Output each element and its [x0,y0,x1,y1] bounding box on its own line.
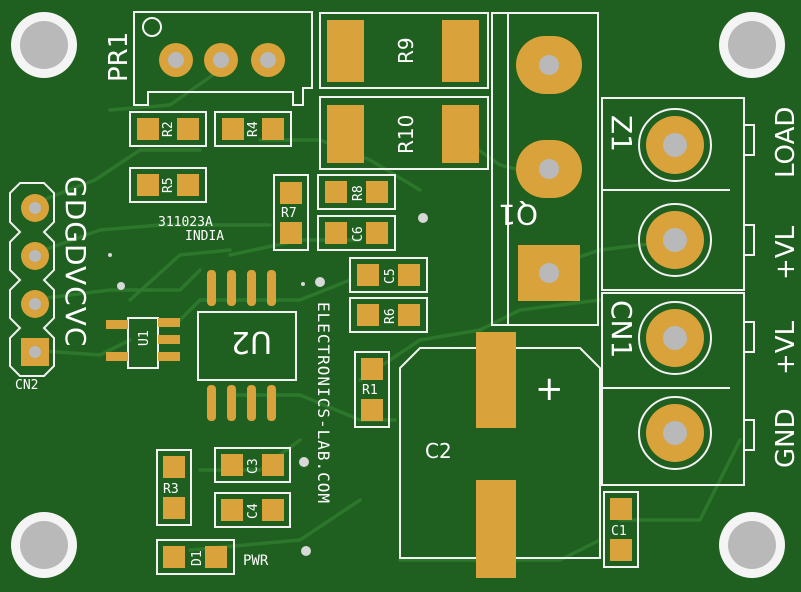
pr1-label: PR1 [104,32,134,82]
c4-capacitor: C4 [214,492,291,528]
plus-vl-bottom-label: +VL [771,320,801,375]
u2-label: U2 [231,324,272,359]
gnd-label: GND [771,408,801,468]
r3-label: R3 [163,482,179,497]
r9-label: R9 [394,37,418,64]
u1-label: U1 [137,330,152,346]
c6-capacitor: C6 [317,215,396,251]
c5-capacitor: C5 [349,257,428,293]
r10-resistor: R10 [319,96,489,170]
r1-resistor: R1 [354,351,390,428]
cn2-header: CN2 GDGDVCVC [9,176,92,393]
d1-led: D1 [156,539,235,575]
c6-label: C6 [351,226,366,242]
c1-label: C1 [611,524,627,539]
r9-resistor: R9 [319,12,489,89]
c5-label: C5 [383,268,398,284]
pr1-trimmer: PR1 [104,11,313,106]
cn1-label: CN1 [605,300,638,358]
q1-transistor: Q1 [491,12,599,326]
u2-ic: U2 [197,270,297,421]
r4-resistor: R4 [214,111,292,147]
plus-vl-top-label: +VL [771,225,801,280]
c3-label: C3 [246,458,261,474]
website-label: ELECTRONICS-LAB.COM [314,302,333,504]
load-label: LOAD [771,107,801,178]
r7-label: R7 [281,206,297,221]
r1-label: R1 [362,383,378,398]
c2-capacitor: + C2 [399,332,601,578]
r2-resistor: R2 [129,111,207,147]
cn2-label: CN2 [15,378,38,393]
c3-capacitor: C3 [214,447,291,483]
r10-label: R10 [394,115,418,154]
mounting-holes [11,12,785,578]
country-label: INDIA [185,229,224,244]
u1-ic: U1 [106,317,180,369]
c2-label: C2 [425,439,452,463]
r8-resistor: R8 [317,174,396,210]
q1-label: Q1 [498,198,538,231]
r6-resistor: R6 [349,297,428,333]
r5-resistor: R5 [129,167,207,203]
r6-label: R6 [383,308,398,324]
r8-label: R8 [351,185,366,201]
vias [108,213,428,556]
terminal-blocks: Z1 CN1 LOAD +VL +VL GND [601,97,801,486]
c2-plus: + [535,369,564,409]
z1-label: Z1 [605,115,638,152]
date-code: 311023A [158,215,213,230]
r3-resistor: R3 [156,449,192,526]
c4-label: C4 [246,503,261,519]
r4-label: R4 [246,121,261,137]
r7-resistor: R7 [273,174,309,251]
left-pin-labels: GDGDVCVC [59,176,92,347]
c1-capacitor: C1 [603,491,639,568]
r2-label: R2 [161,121,176,137]
d1-label: D1 [190,550,205,566]
pwr-label: PWR [243,553,269,569]
r5-label: R5 [161,177,176,193]
